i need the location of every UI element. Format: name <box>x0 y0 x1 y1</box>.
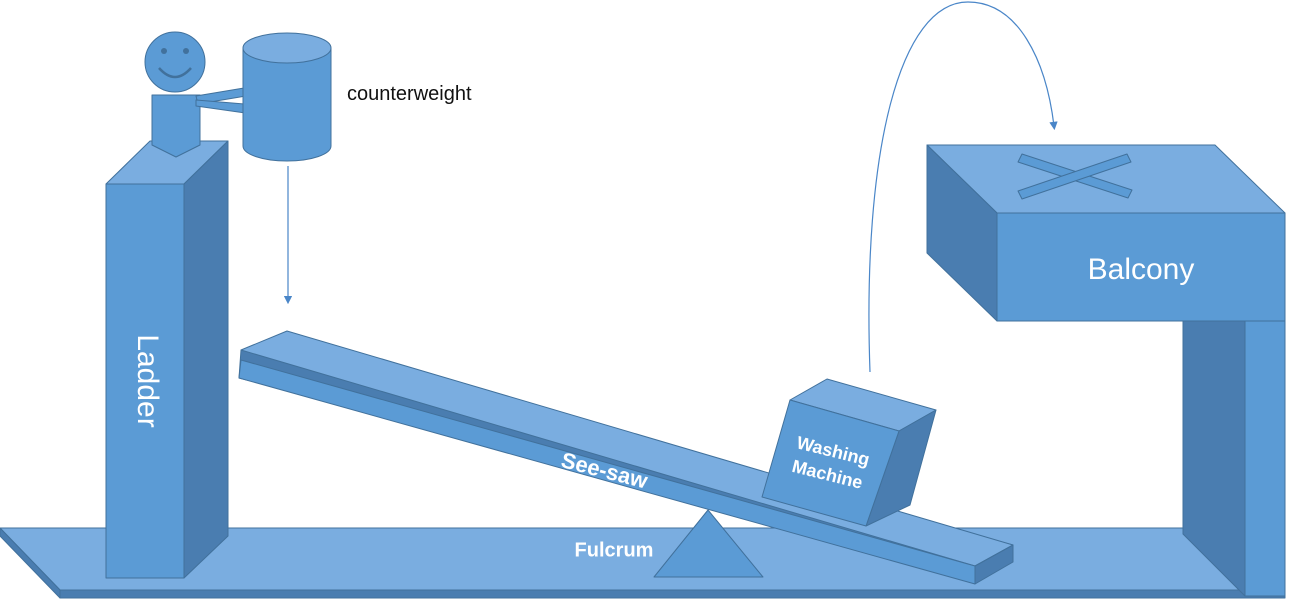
balcony: Balcony <box>926 144 1286 322</box>
fulcrum <box>653 509 764 578</box>
washing-machine: Washing Machine <box>761 378 937 527</box>
landing-x-mark <box>1017 153 1133 200</box>
balcony-label: Balcony <box>1088 253 1195 286</box>
person-body <box>151 94 201 158</box>
fulcrum-label: Fulcrum <box>575 539 654 561</box>
counterweight-label: counterweight <box>347 83 472 105</box>
ladder: Ladder <box>105 140 229 579</box>
ladder-label: Ladder <box>131 334 164 427</box>
counterweight <box>242 32 332 162</box>
smiley-face-icon <box>144 31 206 93</box>
balcony-support <box>1182 319 1286 597</box>
launch-trajectory-arrow <box>868 1 1058 373</box>
